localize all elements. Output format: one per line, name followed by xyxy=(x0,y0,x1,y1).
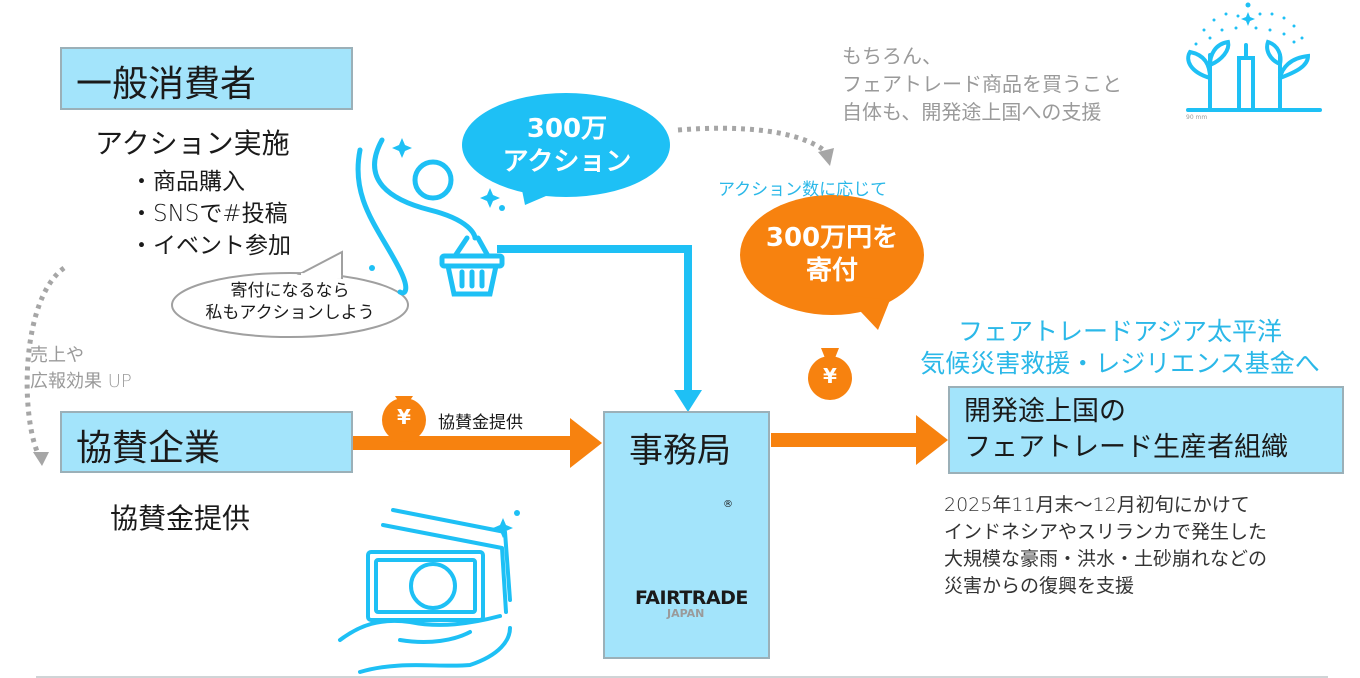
consumer-title: 一般消費者 xyxy=(76,64,257,105)
shopping-basket-icon xyxy=(439,235,505,297)
actions-count: 300万 xyxy=(526,114,608,144)
sales-note-line: 広報効果 UP xyxy=(30,371,132,392)
dotted-arrowhead-actions-to-donation xyxy=(818,148,834,166)
producers-title: 開発途上国の フェアトレード生産者組織 xyxy=(964,394,1288,466)
money-sparkle-icons xyxy=(493,510,520,538)
sales-note-line: 売上や xyxy=(30,345,84,366)
fund-name: フェアトレードアジア太平洋 気候災害救援・レジリエンス基金へ xyxy=(886,316,1354,380)
speech-line: 寄付になるなら xyxy=(230,281,350,301)
action-list: ・商品購入 ・SNSで#投稿 ・イベント参加 xyxy=(130,166,291,262)
dotted-arrow-actions-to-donation xyxy=(677,125,828,154)
action-swirl-icon xyxy=(355,137,478,296)
dotted-arrow-sales-effect xyxy=(24,265,66,460)
fund-line: フェアトレードアジア太平洋 xyxy=(957,317,1282,346)
producers-line: フェアトレード生産者組織 xyxy=(964,432,1288,463)
sponsor-arrow-label: 協賛金提供 xyxy=(438,413,523,433)
fairtrade-logo-subtext: JAPAN xyxy=(667,607,705,620)
action-item: ・SNSで#投稿 xyxy=(130,201,288,227)
action-item: ・商品購入 xyxy=(130,169,245,195)
note-line: もちろん、 xyxy=(842,44,942,68)
consumer-speech-text: 寄付になるなら 私もアクションしよう xyxy=(185,280,395,324)
donation-bubble-shape xyxy=(740,195,924,330)
orange-arrow-sponsor-shaft xyxy=(352,436,574,450)
plant-icon-caption: 90 mm xyxy=(1186,114,1208,121)
note-fairtrade-purchase: もちろん、 フェアトレード商品を買うこと 自体も、開発途上国への支援 xyxy=(842,42,1122,126)
producers-line: 開発途上国の xyxy=(964,396,1126,427)
dotted-arrowhead-sales-effect xyxy=(33,452,49,466)
donation-label: 寄付 xyxy=(805,255,858,286)
disaster-note-line: インドネシアやスリランカで発生した xyxy=(944,521,1268,543)
yen-symbol-producers: ¥ xyxy=(823,364,837,388)
donation-amount: 300万円を xyxy=(765,223,899,253)
actions-bubble-shape xyxy=(462,93,670,205)
note-line: 自体も、開発途上国への支援 xyxy=(842,100,1102,124)
actions-label: アクション xyxy=(502,146,632,177)
sales-effect-note: 売上や 広報効果 UP xyxy=(30,343,132,395)
actions-bubble-text: 300万 アクション xyxy=(482,113,652,178)
cyan-flow-arrow xyxy=(497,245,692,398)
secretariat-box: 事務局 ® FAIRTRADE JAPAN xyxy=(603,411,770,659)
fund-line: 気候災害救援・レジリエンス基金へ xyxy=(920,349,1320,378)
yen-symbol-sponsor: ¥ xyxy=(397,405,411,429)
disaster-note-line: 災害からの復興を支援 xyxy=(944,575,1135,597)
note-line: フェアトレード商品を買うこと xyxy=(842,72,1122,96)
sponsor-title: 協賛企業 xyxy=(76,428,221,469)
action-item: ・イベント参加 xyxy=(130,233,291,259)
sparkle-icons xyxy=(369,138,505,271)
orange-arrow-sponsor-head xyxy=(570,418,602,468)
consumer-box: 一般消費者 xyxy=(60,47,353,110)
according-to-actions-label: アクション数に応じて xyxy=(718,180,888,200)
disaster-note-line: 2025年11月末～12月初旬にかけて xyxy=(944,494,1250,516)
yen-money-bag-icon-sponsor xyxy=(382,396,426,442)
money-in-hand-icon xyxy=(338,508,512,674)
sponsor-box: 協賛企業 xyxy=(60,411,353,473)
registered-mark: ® xyxy=(723,499,733,510)
orange-arrow-producers-head xyxy=(916,415,948,465)
secretariat-title: 事務局 xyxy=(629,431,731,471)
producers-box: 開発途上国の フェアトレード生産者組織 xyxy=(948,386,1344,474)
disaster-note: 2025年11月末～12月初旬にかけて インドネシアやスリランカで発生した 大規… xyxy=(944,492,1267,600)
fairtrade-logo-text: FAIRTRADE xyxy=(635,587,748,609)
action-heading: アクション実施 xyxy=(95,127,290,160)
cyan-flow-arrowhead xyxy=(674,390,702,412)
plant-growth-icon xyxy=(1186,39,1322,112)
disaster-note-line: 大規模な豪雨・洪水・土砂崩れなどの xyxy=(944,548,1268,570)
consumer-speech-bubble xyxy=(171,250,409,338)
yen-money-bag-icon-producers xyxy=(808,348,852,400)
sponsor-subtitle: 協賛金提供 xyxy=(110,502,251,535)
orange-arrow-producers-shaft xyxy=(771,433,921,447)
donation-bubble-text: 300万円を 寄付 xyxy=(752,222,912,287)
water-spray-dots xyxy=(1194,2,1304,46)
speech-line: 私もアクションしよう xyxy=(205,303,375,324)
